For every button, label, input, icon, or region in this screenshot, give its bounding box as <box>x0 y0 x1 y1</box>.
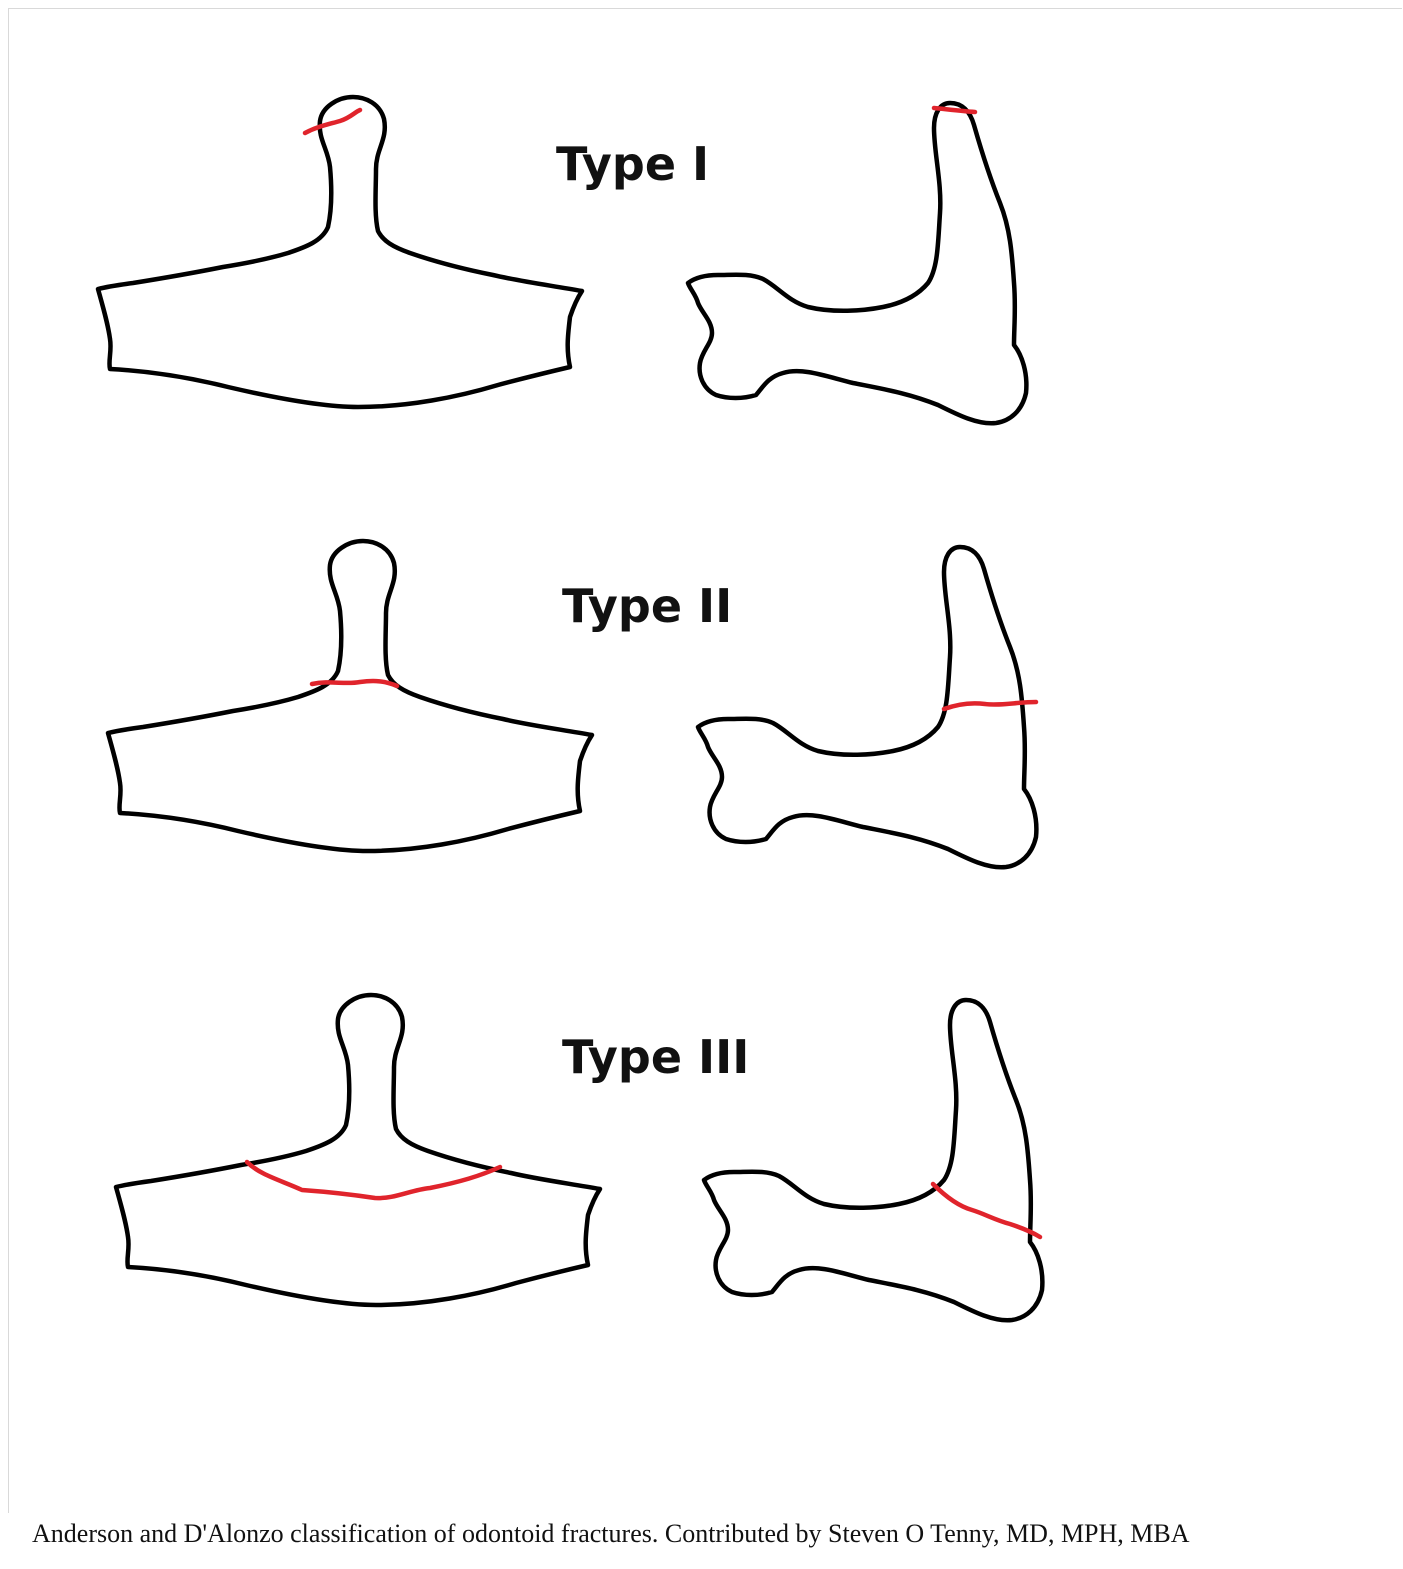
type-1-label: Type I <box>556 137 709 191</box>
type-2-lateral-view <box>698 547 1036 867</box>
type-1-lateral-view <box>688 103 1026 423</box>
type-1-frontal-fracture <box>305 110 360 133</box>
type-3-frontal-fracture <box>247 1162 500 1198</box>
type-3-frontal-view <box>116 995 600 1305</box>
type-1-frontal-view <box>98 97 582 407</box>
type-2-label: Type II <box>562 579 732 633</box>
type-3-lateral-fracture <box>933 1184 1040 1237</box>
type-3-lateral-view <box>704 1000 1042 1320</box>
figure-caption: Anderson and D'Alonzo classification of … <box>32 1519 1190 1549</box>
type-1-lateral-fracture <box>934 108 975 112</box>
type-2-frontal-view <box>108 541 592 851</box>
type-3-label: Type III <box>562 1030 749 1084</box>
